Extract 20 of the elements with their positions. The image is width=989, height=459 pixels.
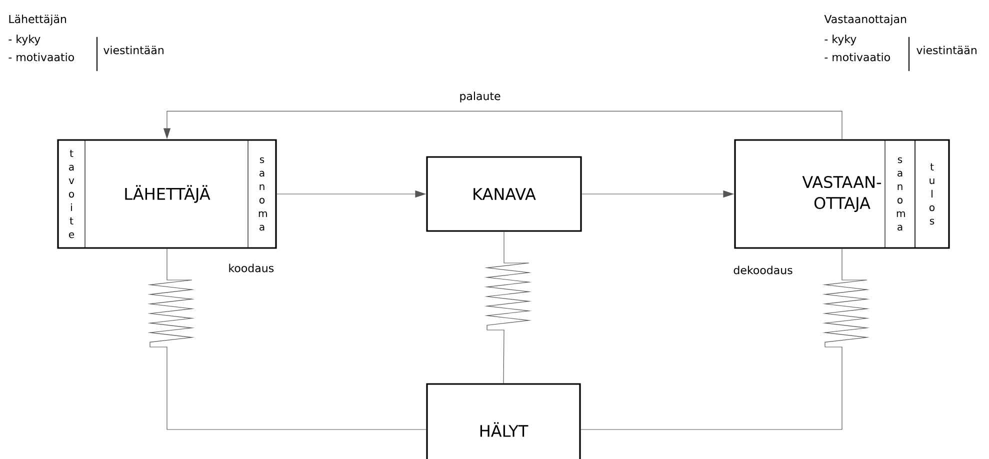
label-strip: sanoma xyxy=(884,140,916,248)
text-label: - motivaatio xyxy=(824,52,890,62)
label-strip: tulos xyxy=(914,140,950,248)
process-box: HÄLYT xyxy=(426,383,581,459)
connector-line xyxy=(580,248,870,430)
text-label: koodaus xyxy=(229,264,274,272)
text-label: - motivaatio xyxy=(8,52,74,62)
label-strip: tavoite xyxy=(58,140,86,248)
connector-line xyxy=(484,232,532,384)
text-label: Lähettäjän xyxy=(9,14,66,26)
text-label: - kyky xyxy=(8,34,40,46)
connector-line xyxy=(147,248,426,430)
edge-label: palaute xyxy=(458,90,502,104)
text-label: dekoodaus xyxy=(734,266,792,274)
text-label: Vastaanottajan xyxy=(824,14,906,26)
text-label: viestintään xyxy=(916,46,976,54)
text-label: - kyky xyxy=(824,34,856,46)
label-strip: sanoma xyxy=(248,140,276,248)
process-box: KANAVA xyxy=(426,156,582,232)
text-label: viestintään xyxy=(104,46,164,54)
